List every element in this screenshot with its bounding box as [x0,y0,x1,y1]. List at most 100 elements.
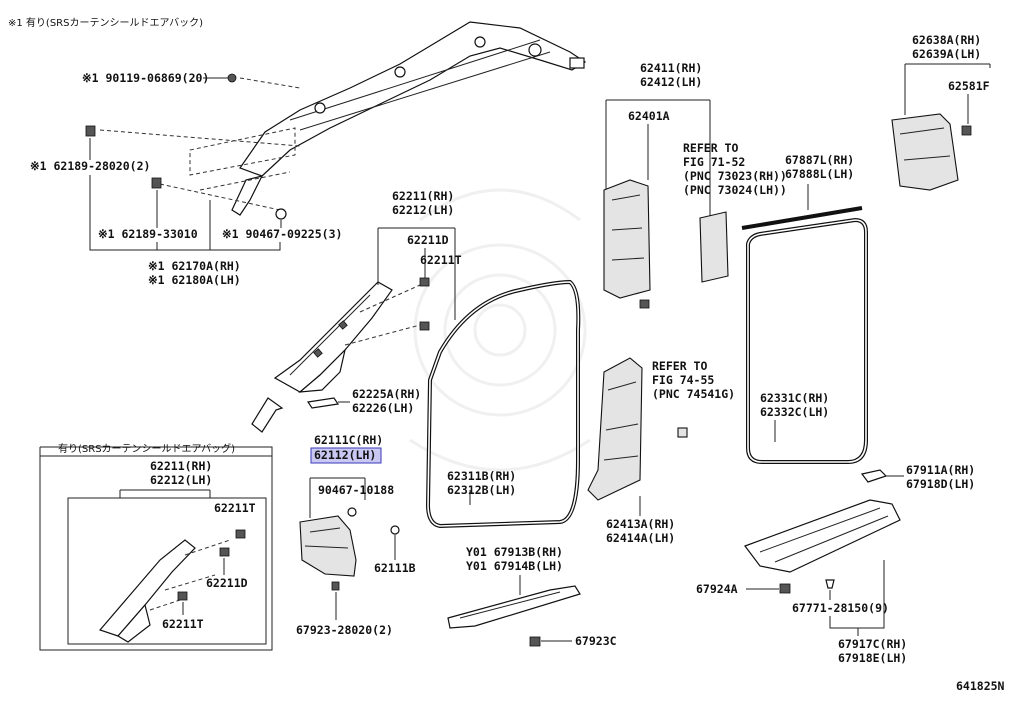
label-67918E: 67918E(LH) [838,651,907,665]
label-62312B: 62312B(LH) [447,483,516,497]
label-90467-10188: 90467-10188 [318,483,394,497]
bracket-62112 [309,477,366,518]
quarter-trim-panel [891,113,959,191]
clip-icon [219,547,230,557]
label-62212-lh: 62212(LH) [392,203,454,217]
clip-67771-icon [825,579,835,589]
b-pillar-lower-garnish [587,357,643,501]
label-62401A: 62401A [628,109,670,123]
label-inset-62212: 62212(LH) [150,473,212,487]
label-62180A: ※1 62180A(LH) [148,273,241,287]
bolt-icon [227,73,237,83]
label-62638A: 62638A(RH) [912,33,981,47]
clip-icon [235,529,246,539]
label-refer1-c: (PNC 73023(RH)) [683,169,787,183]
label-62111C: 62111C(RH) [314,433,383,447]
label-62639A: 62639A(LH) [912,47,981,61]
label-62226: 62226(LH) [352,401,414,415]
label-67887L: 67887L(RH) [785,153,854,167]
label-67914B: Y01 67914B(LH) [466,559,563,573]
label-67923C: 67923C [575,634,617,648]
pad-62225A [306,397,340,409]
label-67913B: Y01 67913B(RH) [466,545,563,559]
label-90467-09225: ※1 90467-09225(3) [222,227,342,241]
label-90119-06869: ※1 90119-06869(20) [82,71,209,85]
screw-icon [347,507,357,517]
label-67888L: 67888L(LH) [785,167,854,181]
label-62331C: 62331C(RH) [760,391,829,405]
label-67911A: 67911A(RH) [906,463,975,477]
garnish-dashed-guides [344,284,421,346]
label-67771: 67771-28150(9) [792,601,889,615]
label-refer1-d: (PNC 73024(LH)) [683,183,787,197]
clip-icon [177,591,188,601]
label-62111B: 62111B [374,561,416,575]
inset-inner-frame [67,497,267,645]
label-62414A: 62414A(LH) [606,531,675,545]
label-62225A: 62225A(RH) [352,387,421,401]
label-67923-28020: 67923-28020(2) [296,623,393,637]
label-62211T: 62211T [420,253,462,267]
rear-door-upper-seal [741,206,863,230]
label-inset-62211D: 62211D [206,576,248,590]
label-62311B: 62311B(RH) [447,469,516,483]
label-67918D: 67918D(LH) [906,477,975,491]
clip-67924A-icon [779,583,791,594]
label-67917C: 67917C(RH) [838,637,907,651]
clip-62211T-icon [419,321,430,331]
highlight-62112 [310,447,382,464]
label-refer1-b: FIG 71-52 [683,155,745,169]
curtain-airbag-assembly [231,21,587,216]
label-62413A: 62413A(RH) [606,517,675,531]
bracket-62211 [377,227,456,320]
a-pillar-garnish [273,281,393,393]
label-62112: 62112(LH) [314,448,376,462]
label-62581F: 62581F [948,79,990,93]
label-refer2-c: (PNC 74541G) [652,387,735,401]
bracket-62170A [89,175,281,251]
top-note: ※1 有り(SRSカーテンシールドエアバック) [8,16,203,29]
label-62411: 62411(RH) [640,61,702,75]
clip-icon [961,125,972,136]
rear-door-opening-seal [746,217,868,464]
pad-67911A [860,469,888,483]
front-arrow-icon [251,397,284,433]
small-part-icon [677,427,688,438]
screw-icon [275,208,287,220]
front-door-opening-seal [425,279,581,529]
label-inset-62211: 62211(RH) [150,459,212,473]
rear-scuff-plate [744,499,901,573]
label-62211D: 62211D [407,233,449,247]
label-62211-rh: 62211(RH) [392,189,454,203]
airbag-dashed-outlines [99,77,301,211]
label-refer2-a: REFER TO [652,359,707,373]
clip-67923C-icon [529,636,541,647]
clip-icon [639,299,650,309]
drawing-code: 641825N [956,679,1005,693]
inset-outer-frame [39,455,273,651]
clip-62111B-icon [390,525,400,535]
inset-title: 有り(SRSカーテンシールドエアバッグ) [58,442,235,455]
label-62412: 62412(LH) [640,75,702,89]
clip-icon [85,125,96,137]
b-pillar-upper-garnish [603,179,651,299]
kick-panel-62112 [299,515,357,577]
seatbelt-anchor-part [699,211,729,283]
inset-srs-variant: 有り(SRSカーテンシールドエアバッグ) 62211(RH) 62212(LH)… [39,442,273,651]
label-67924A: 67924A [696,582,738,596]
label-62189-28020: ※1 62189-28020(2) [30,159,150,173]
watermark-emblem [409,188,591,472]
clip-icon [151,177,162,189]
label-inset-62211T-b: 62211T [162,617,204,631]
label-62189-33010: ※1 62189-33010 [98,227,198,241]
clip-67923-icon [331,581,340,591]
label-62170A: ※1 62170A(RH) [148,259,241,273]
label-refer2-b: FIG 74-55 [652,373,714,387]
label-inset-62211T-a: 62211T [214,501,256,515]
clip-62211D-icon [419,277,430,287]
front-scuff-plate [447,585,581,629]
label-refer1-a: REFER TO [683,141,738,155]
label-62332C: 62332C(LH) [760,405,829,419]
